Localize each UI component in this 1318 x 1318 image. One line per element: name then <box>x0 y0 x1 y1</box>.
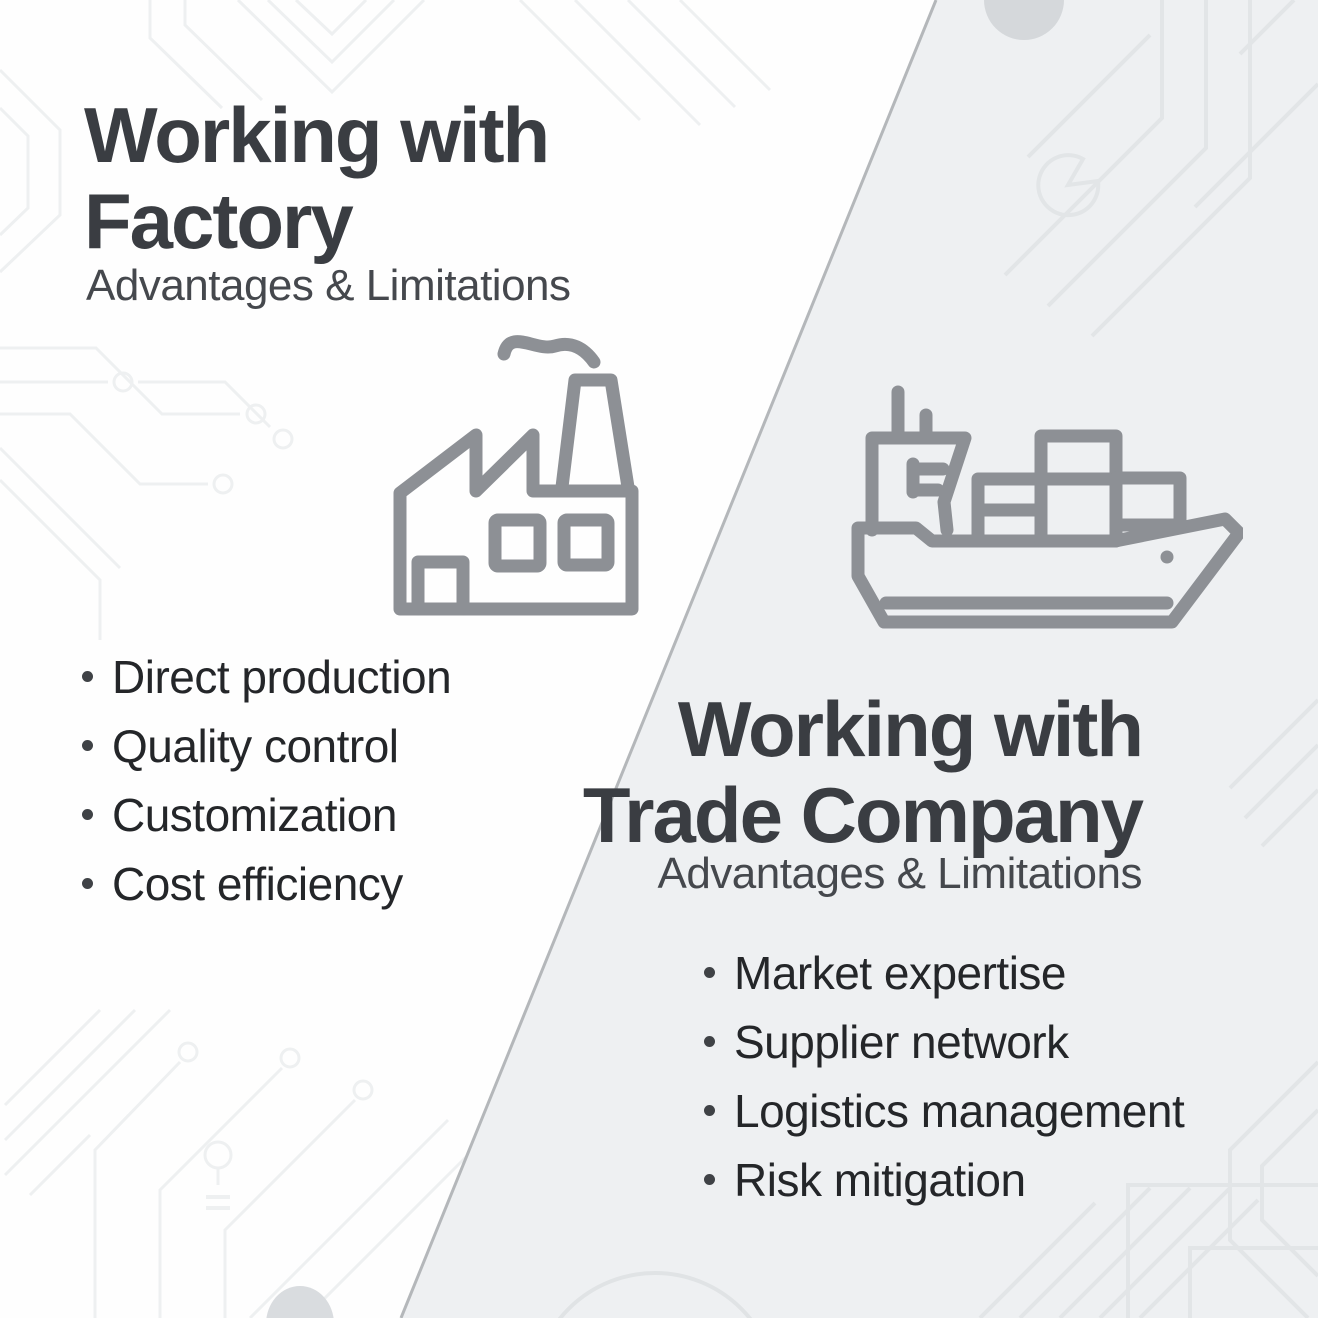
bullet-dot <box>82 671 93 682</box>
trade-company-title: Working with Trade Company <box>582 685 1144 859</box>
bullet-text: Direct production <box>112 650 452 703</box>
diagonal-panel <box>401 0 1318 1318</box>
bullet-text: Risk mitigation <box>734 1153 1026 1206</box>
bullet-text: Market expertise <box>734 946 1067 999</box>
trade-company-subtitle: Advantages & Limitations <box>657 849 1142 898</box>
corner-blob-shape <box>266 1286 334 1318</box>
factory-subtitle: Advantages & Limitations <box>86 261 571 310</box>
list-item: Logistics management <box>704 1076 1185 1145</box>
factory-title-line2: Factory <box>84 177 354 265</box>
factory-bullet-list: Direct production Quality control Custom… <box>82 642 452 918</box>
factory-title: Working with Factory <box>84 91 550 265</box>
factory-icon <box>393 335 639 616</box>
list-item: Supplier network <box>704 1007 1184 1076</box>
bullet-dot <box>82 809 93 820</box>
circuit-traces-right-icon <box>531 0 1318 1318</box>
bullet-dot <box>82 740 93 751</box>
bullet-text: Supplier network <box>734 1015 1069 1068</box>
bullet-text: Logistics management <box>734 1084 1185 1137</box>
trade-company-title-line2: Trade Company <box>582 771 1144 859</box>
bullet-text: Quality control <box>112 719 399 772</box>
trade-company-title-line1: Working with <box>677 685 1144 773</box>
bullet-dot <box>82 878 93 889</box>
diagonal-divider <box>399 0 938 1318</box>
list-item: Direct production <box>82 642 452 711</box>
list-item: Customization <box>82 780 451 849</box>
bullet-dot <box>704 1105 715 1116</box>
list-item: Cost efficiency <box>82 849 451 918</box>
list-item: Quality control <box>82 711 451 780</box>
bullet-dot <box>704 967 715 978</box>
cargo-ship-icon <box>851 385 1243 629</box>
factory-title-line1: Working with <box>84 91 550 179</box>
trade-company-bullet-list: Market expertise Supplier network Logist… <box>704 938 1185 1214</box>
bullet-text: Customization <box>112 788 397 841</box>
bullet-dot <box>704 1036 715 1047</box>
accent-circle <box>984 0 1064 40</box>
bullet-text: Cost efficiency <box>112 857 403 910</box>
bullet-dot <box>704 1174 715 1185</box>
circuit-traces-left-icon <box>0 0 772 1318</box>
list-item: Market expertise <box>704 938 1184 1007</box>
porthole-dot <box>1160 550 1174 564</box>
list-item: Risk mitigation <box>704 1145 1184 1214</box>
